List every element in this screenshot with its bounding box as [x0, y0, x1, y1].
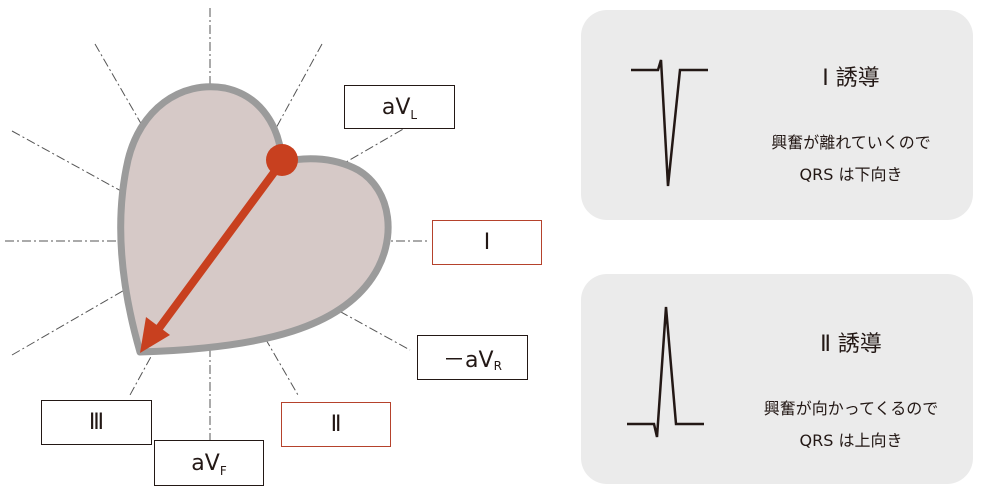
hexaxial-heart-diagram	[5, 8, 430, 445]
lead-2-card-line2: QRS は上向き	[799, 431, 903, 450]
lead-2-text: Ⅱ	[330, 412, 342, 437]
lead-avf-sub: F	[219, 464, 227, 478]
lead-3-label: Ⅲ	[41, 400, 152, 445]
lead-2-card-title: Ⅱ 誘導	[820, 332, 882, 357]
lead-1-text: Ⅰ	[483, 230, 491, 255]
lead-1-label: Ⅰ	[432, 220, 542, 265]
sinus-node-dot	[266, 144, 298, 176]
lead-1-card-title: Ⅰ 誘導	[822, 66, 880, 91]
lead-avl-main: aV	[381, 94, 411, 120]
lead-1-card-line2: QRS は下向き	[799, 165, 903, 184]
positive-qrs-waveform-icon	[627, 306, 704, 438]
lead-2-card-line1: 興奮が向かってくるので	[763, 399, 939, 418]
arrow-head	[140, 317, 170, 353]
lead-1-card-line1: 興奮が離れていくので	[771, 133, 931, 152]
lead-1-card: Ⅰ 誘導 興奮が離れていくので QRS は下向き	[581, 10, 973, 220]
lead-neg-avr-sub: R	[493, 358, 502, 373]
lead-neg-avr-main: －aV	[443, 347, 494, 373]
negative-qrs-waveform-icon	[631, 59, 708, 187]
lead-3-text: Ⅲ	[88, 410, 105, 435]
lead-avl-sub: L	[410, 108, 418, 122]
electrical-axis-arrow	[150, 163, 282, 339]
lead-2-card: Ⅱ 誘導 興奮が向かってくるので QRS は上向き	[581, 274, 973, 484]
lead-avf-main: aV	[191, 450, 220, 476]
lead-2-label: Ⅱ	[281, 402, 391, 447]
